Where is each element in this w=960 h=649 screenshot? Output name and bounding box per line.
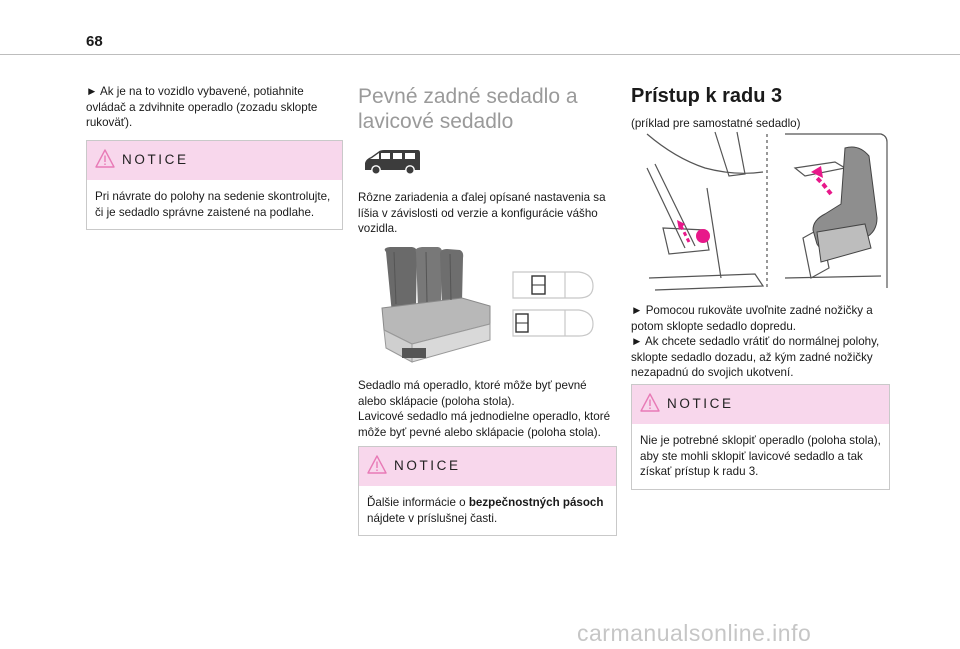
section-heading: Pevné zadné sedadlo a lavicové sedadlo xyxy=(358,85,578,133)
seatbelts-reference: bezpečnostných pásoch xyxy=(468,496,604,509)
row3-access-illustration xyxy=(645,128,889,292)
instruction-fold-seat: ► Pomocou rukoväte uvoľnite zadné nožičk… xyxy=(631,304,873,333)
column-right: Prístup k radu 3 (príklad pre samostatné… xyxy=(631,84,889,132)
notice-title: NOTICE xyxy=(122,152,189,167)
column-middle: Pevné zadné sedadlo a lavicové sedadlo xyxy=(358,84,616,134)
warning-icon xyxy=(95,149,115,168)
instruction-text: ► Ak je na to vozidlo vybavené, potiahni… xyxy=(86,85,318,130)
subtitle: (príklad pre samostatné sedadlo) xyxy=(631,117,801,130)
watermark: carmanualsonline.info xyxy=(577,620,812,646)
notice-header: NOTICE xyxy=(87,141,342,180)
notice-box-middle: NOTICE Ďalšie informácie o bezpečnostnýc… xyxy=(358,446,617,537)
warning-icon xyxy=(367,455,387,474)
instruction-return-seat: ► Ak chcete sedadlo vrátiť do normálnej … xyxy=(631,335,880,380)
notice-box-left: NOTICE Pri návrate do polohy na sedenie … xyxy=(86,140,343,231)
van-icon xyxy=(362,148,422,176)
seat-layout-diagram xyxy=(507,268,599,344)
notice-text: Pri návrate do polohy na sedenie skontro… xyxy=(95,190,331,219)
intro-paragraph: Rôzne zariadenia a ďalej opísané nastave… xyxy=(358,191,606,236)
bench-seat-illustration xyxy=(372,244,502,372)
notice-text: Nie je potrebné sklopiť operadlo (poloha… xyxy=(640,434,881,479)
notice-header: NOTICE xyxy=(359,447,616,486)
header-divider xyxy=(0,54,960,55)
notice-title: NOTICE xyxy=(394,458,461,473)
page-number: 68 xyxy=(86,33,103,50)
seat-description-1: Sedadlo má operadlo, ktoré môže byť pevn… xyxy=(358,379,587,408)
column-left: ► Ak je na to vozidlo vybavené, potiahni… xyxy=(86,84,344,131)
section-heading: Prístup k radu 3 xyxy=(631,85,783,107)
notice-header: NOTICE xyxy=(632,385,889,424)
warning-icon xyxy=(640,393,660,412)
notice-text-part: nájdete v príslušnej časti. xyxy=(367,511,498,525)
notice-box-right: NOTICE Nie je potrebné sklopiť operadlo … xyxy=(631,384,890,490)
notice-title: NOTICE xyxy=(667,396,734,411)
notice-text-part: Ďalšie informácie o xyxy=(367,496,469,509)
notice-text: Ďalšie informácie o bezpečnostných pásoc… xyxy=(359,486,616,535)
seat-description-2: Lavicové sedadlo má jednodielne operadlo… xyxy=(358,410,611,439)
